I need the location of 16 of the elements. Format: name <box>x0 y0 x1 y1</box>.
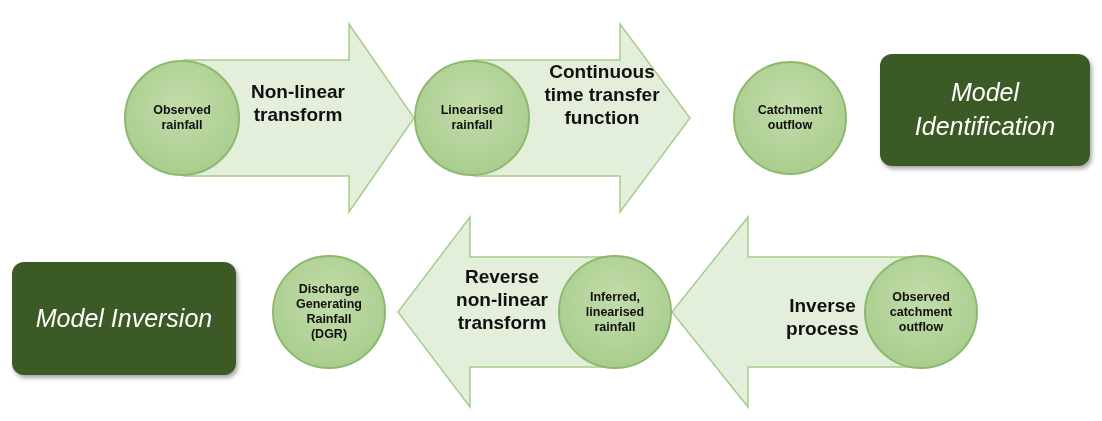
node-label: Observed rainfall <box>152 103 212 133</box>
node-label: Linearised rainfall <box>439 103 505 133</box>
title-card <box>880 54 1090 166</box>
edge-label: Continuous time transfer function <box>543 60 661 130</box>
block-arrow <box>183 21 415 215</box>
edge-label: Inverse process <box>785 294 860 341</box>
node-label: Inferred, linearised rainfall <box>584 289 646 335</box>
node-label: Model Inversion <box>35 302 213 334</box>
node-label: Catchment outflow <box>756 103 824 133</box>
edge-label: Reverse non-linear transform <box>455 265 549 335</box>
block-arrow <box>473 21 691 215</box>
node-label: Model Identification <box>913 77 1057 142</box>
edge-label: Non-linear transform <box>250 80 346 127</box>
title-card <box>12 262 236 375</box>
node-label: Discharge Generating Rainfall (DGR) <box>295 282 363 342</box>
node-label: Observed catchment outflow <box>888 289 954 335</box>
